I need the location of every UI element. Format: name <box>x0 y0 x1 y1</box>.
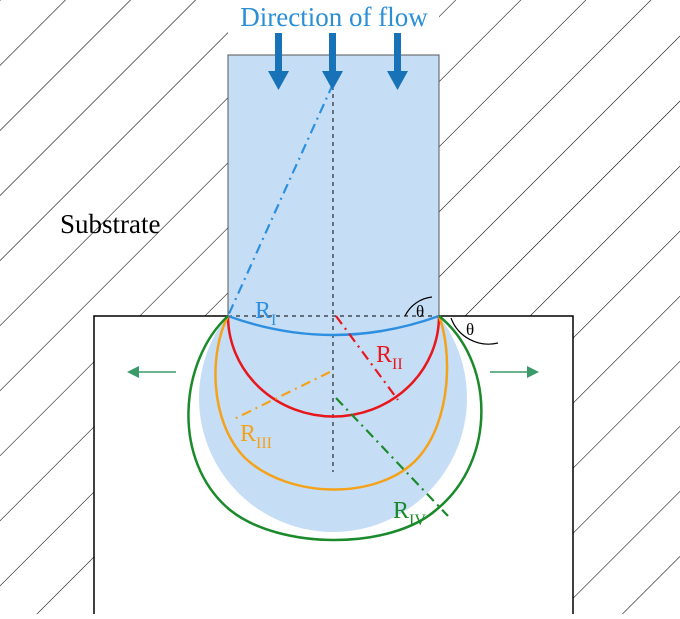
flow-arrows <box>268 33 408 90</box>
radius-label-r3: RIII <box>240 421 272 452</box>
radius-r4-line <box>335 397 449 517</box>
radius-label-r4-sub: IV <box>409 512 426 529</box>
flow-arrow <box>268 33 289 90</box>
radius-label-r1-main: R <box>255 298 271 324</box>
meniscus-r2 <box>226 315 441 418</box>
radius-label-r3-main: R <box>240 421 256 447</box>
contact-angle-arc-inner <box>404 296 433 317</box>
radius-r3-line <box>231 371 331 421</box>
contact-angle-arc-outer <box>450 317 499 345</box>
meniscus-r1 <box>227 314 440 337</box>
angle-label-inner: θ <box>416 302 424 321</box>
meniscus-r4 <box>187 315 483 542</box>
radius-label-r2-main: R <box>376 342 392 368</box>
title: Direction of flow <box>240 2 428 32</box>
radius-r2-line <box>335 315 399 401</box>
radius-label-r2-sub: II <box>392 356 403 373</box>
meniscus-r3-curve <box>214 315 449 491</box>
flow-arrow <box>322 33 343 90</box>
chamber-outline <box>93 315 574 614</box>
radius-label-r1-sub: I <box>271 312 276 329</box>
angle-label-outer: θ <box>466 320 474 339</box>
radius-label-r1: RI <box>255 298 276 329</box>
radius-label-r4: RIV <box>393 498 426 529</box>
radius-label-r3-sub: III <box>256 435 272 452</box>
flow-arrow <box>387 33 408 90</box>
substrate-label: Substrate <box>60 209 161 239</box>
radius-label-r2: RII <box>376 342 403 373</box>
radius-label-r4-main: R <box>393 498 409 524</box>
